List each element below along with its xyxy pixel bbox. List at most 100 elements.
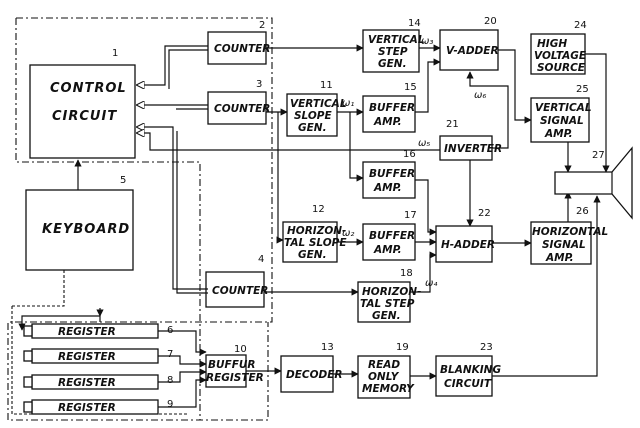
vstep-line-1: VERTICAL [368,34,425,46]
ref-11: 11 [320,80,333,91]
signal-w6: ω₆ [474,90,486,101]
register-7-block: REGISTER 7 [23,348,173,364]
signal-w4: ω₄ [425,278,437,289]
buffer-amp-16-block: BUFFER AMP. 16 [362,149,416,199]
blank-line-1: BLANKING [440,364,501,376]
inverter-block: INVERTER 21 [439,119,502,161]
ref-23: 23 [480,342,493,353]
ref-16: 16 [403,149,416,160]
high-voltage-source-block: HIGH VOLTAGE SOURCE 24 [530,20,587,75]
ref-21: 21 [446,119,459,130]
inverter-to-vadder [466,71,509,149]
ref-12: 12 [312,204,325,215]
signal-w3: ω₃ [421,36,433,47]
counter3-to-hslope [276,112,284,244]
ref-15: 15 [404,82,417,93]
h-adder-label: H-ADDER [441,239,495,251]
register-8-block: REGISTER 8 [23,374,173,390]
ref-19: 19 [396,342,409,353]
v-adder-block: V-ADDER 20 [439,16,499,71]
rom-block: READ ONLY MEMORY 19 [357,342,415,399]
ref-26: 26 [576,206,589,217]
control-enclosure [15,18,201,420]
ref-8: 8 [167,375,173,386]
buf17-line-1: BUFFER [369,230,415,242]
crt-display: 27 [554,146,633,220]
control-circuit-label-1: CONTROL [50,81,127,96]
ref-1: 1 [112,48,118,59]
keyboard-label: KEYBOARD [42,222,130,237]
decoder-block: DECODER 13 [280,342,343,393]
buf16-line-2: AMP. [373,182,402,194]
vamp-line-1: VERTICAL [535,102,592,114]
ref-25: 25 [576,84,589,95]
hv-line-3: SOURCE [537,62,586,74]
rom-line-3: MEMORY [362,383,415,395]
hslope-line-3: GEN. [298,249,327,261]
ref-7: 7 [167,349,173,360]
rom-line-2: ONLY [368,371,400,383]
v-adder-label: V-ADDER [446,45,499,57]
hslope-line-2: TAL SLOPE [284,237,347,249]
vamp-line-3: AMP. [544,128,573,140]
hamp-line-3: AMP. [545,252,574,264]
register-9-block: REGISTER 9 [23,399,173,415]
vslope-line-1: VERTICAL [290,98,347,110]
register-6-block: REGISTER 6 [23,323,173,339]
ref-20: 20 [484,16,497,27]
keyboard-link [12,270,65,307]
hv-line-1: HIGH [537,38,567,50]
hstep-line-3: GEN. [372,310,401,322]
hstep-line-1: HORIZON- [362,286,421,298]
register-buses [18,308,207,408]
signal-w5: ω₅ [418,138,430,149]
counter-3-block: COUNTER 3 [207,79,270,125]
horizontal-step-gen-block: HORIZON- TAL STEP GEN. 18 [357,268,421,323]
rom-line-1: READ [368,359,400,371]
counter-2-label: COUNTER [214,43,270,55]
ref-22: 22 [478,208,491,219]
hamp-line-1: HORIZONTAL [532,226,608,238]
register-9-label: REGISTER [58,402,116,414]
horizontal-slope-gen-block: HORIZON- TAL SLOPE GEN. 12 [282,204,347,263]
ref-10: 10 [234,344,247,355]
control-circuit-label-2: CIRCUIT [52,109,117,124]
counter-3-label: COUNTER [214,103,270,115]
bufreg-line-1: BUFFUR [208,359,256,371]
vertical-signal-amp-block: VERTICAL SIGNAL AMP. 25 [530,84,592,143]
h-adder-block: H-ADDER 22 [435,208,495,263]
counter-2-block: COUNTER 2 [207,20,270,65]
ref-2: 2 [259,20,265,31]
buf16-to-hadder [415,179,437,236]
vadder-to-vamp [498,49,532,124]
vslope-line-3: GEN. [298,122,327,134]
ref-9: 9 [167,399,173,410]
decoder-label: DECODER [286,369,343,381]
hstep-to-hadder [410,251,437,293]
blanking-circuit-block: BLANKING CIRCUIT 23 [435,342,501,397]
ref-4: 4 [258,254,264,265]
top-enclosure [7,17,273,421]
hslope-line-1: HORIZON- [287,225,346,237]
hamp-line-2: SIGNAL [542,239,586,251]
vslope-line-2: SLOPE [294,110,333,122]
vertical-step-gen-block: VERTICAL STEP GEN. 14 [362,18,425,73]
ref-3: 3 [256,79,262,90]
buf17-line-2: AMP. [373,244,402,256]
horizontal-signal-amp-block: HORIZONTAL SIGNAL AMP. 26 [530,206,608,265]
counter-4-block: COUNTER 4 [205,254,268,308]
hv-to-crt [585,53,610,173]
control-circuit-block: CONTROL CIRCUIT 1 [29,48,136,159]
buf15-to-vadder [415,58,441,113]
vstep-line-2: STEP [378,46,408,58]
keyboard-block: KEYBOARD 5 [25,175,134,271]
register-8-label: REGISTER [58,377,116,389]
signal-w2: ω₂ [342,228,354,239]
ref-14: 14 [408,18,421,29]
ref-5: 5 [120,175,126,186]
buf15-line-2: AMP. [373,116,402,128]
buf15-line-1: BUFFER [369,102,415,114]
ref-13: 13 [321,342,334,353]
register-7-label: REGISTER [58,351,116,363]
